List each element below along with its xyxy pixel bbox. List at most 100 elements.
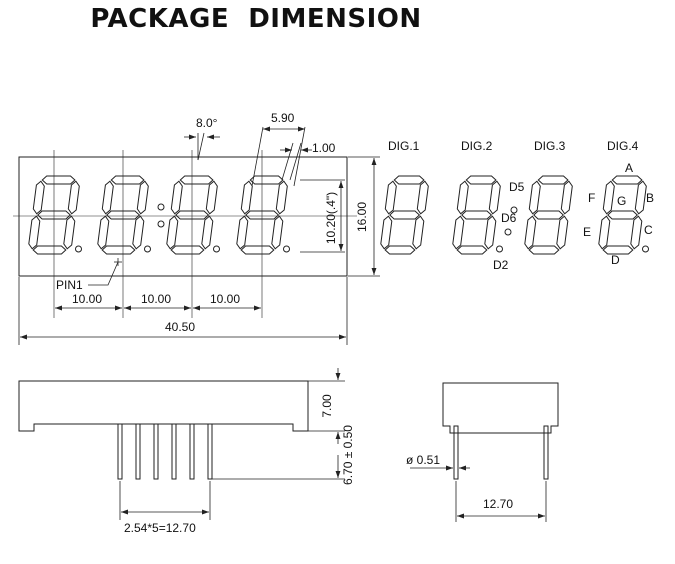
diagram-digit-4-decimal-point	[642, 245, 649, 253]
pin1-leader	[88, 261, 119, 286]
pin1-label: PIN1	[56, 278, 83, 292]
front-digit-2-decimal-point	[144, 245, 151, 253]
pin-length-dimension	[212, 455, 345, 480]
diagram-digit-4-segment-f	[602, 180, 615, 215]
dig2-label: DIG.2	[461, 139, 493, 153]
diagram-digit-3-segment-f	[528, 180, 541, 215]
diagram-digit-2-segment-b	[488, 180, 501, 215]
diagram-digit-3-segment-e	[524, 215, 537, 250]
digit-height-dimension	[300, 179, 345, 253]
body-depth-dimension	[308, 368, 345, 444]
diagram-digit-1-segment-f	[384, 180, 397, 215]
pin-length-label: 6.70 ± 0.50	[341, 425, 355, 485]
angle-dimension	[184, 132, 220, 161]
pitch-label-3: 10.00	[210, 292, 240, 306]
diagram-digit-3-segment-c	[556, 215, 569, 250]
diagram-digit-2-segment-g	[461, 210, 493, 220]
pin-diameter-label: ø 0.51	[406, 453, 440, 467]
front-digit-3-segment-f	[170, 180, 183, 215]
length-dimension	[18, 277, 348, 345]
front-digit-1-segment-d	[32, 245, 67, 255]
diagram-digit-4-segment-b	[634, 180, 647, 215]
digit-height-label: 10.20(.4")	[324, 192, 338, 244]
d2-label: D2	[493, 258, 509, 272]
diagram-digit-2-segment-c	[484, 215, 497, 250]
diagram-digit-4-segment-g	[607, 210, 639, 220]
segment-e-label: E	[583, 225, 591, 239]
dig4-label: DIG.4	[607, 139, 639, 153]
front-digit-1-decimal-point	[75, 245, 82, 253]
front-digit-3-segment-b	[205, 180, 218, 215]
pin-pitch-dimension	[119, 481, 211, 520]
diagram-digit-4-segment-a	[611, 175, 643, 185]
diagram-digit-1-segment-a	[393, 175, 425, 185]
d5-dot	[510, 206, 518, 214]
length-label: 40.50	[165, 320, 195, 334]
segment-f-label: F	[588, 191, 595, 205]
front-digit-4-decimal-point	[283, 245, 290, 253]
stroke-width-dimension	[280, 142, 312, 181]
front-digit-4-segment-c	[271, 215, 284, 250]
diagram-digit-2-decimal-point	[496, 245, 503, 253]
front-digit-3-segment-d	[170, 245, 205, 255]
diagram-digit-3-segment-a	[537, 175, 569, 185]
diagram-digit-2-segment-d	[456, 245, 488, 255]
front-digit-1-segment-e	[28, 215, 41, 250]
front-digit-4-segment-b	[275, 180, 288, 215]
angle-label: 8.0°	[196, 116, 218, 130]
diagram-digit-1-segment-c	[412, 215, 425, 250]
d6-label: D6	[501, 211, 517, 225]
front-digits	[28, 175, 290, 255]
diagram-digit-2-segment-e	[452, 215, 465, 250]
front-digit-3-segment-g	[175, 210, 210, 220]
end-view	[442, 382, 559, 480]
end-pin-left	[453, 425, 459, 480]
diagram-digit-3-segment-b	[560, 180, 573, 215]
side-pins	[117, 423, 213, 480]
front-digit-4-segment-e	[236, 215, 249, 250]
diagram-digit-1-segment-b	[416, 180, 429, 215]
display-outline	[18, 156, 348, 277]
segment-g-label: G	[617, 194, 626, 208]
front-digit-3-segment-a	[179, 175, 214, 185]
front-view	[13, 150, 357, 318]
dig1-label: DIG.1	[388, 139, 420, 153]
front-digit-2-segment-a	[110, 175, 145, 185]
diagram-digit-1-segment-e	[380, 215, 393, 250]
front-digit-2-segment-f	[101, 180, 114, 215]
front-digit-1-segment-a	[41, 175, 76, 185]
diagram-digit-4-segment-d	[602, 245, 634, 255]
stroke-width-label: 1.00	[312, 141, 336, 155]
diagram-digit-4-segment-c	[630, 215, 643, 250]
front-digit-4-segment-d	[240, 245, 275, 255]
side-view	[18, 380, 309, 480]
front-digit-3-decimal-point	[213, 245, 220, 253]
colon-lower-dot	[157, 220, 165, 228]
end-body	[442, 382, 559, 434]
front-digit-3-segment-e	[166, 215, 179, 250]
segment-a-label: A	[625, 161, 633, 175]
page-title: PACKAGE DIMENSION	[90, 4, 422, 34]
front-digit-3-segment-c	[201, 215, 214, 250]
diagram-digit-4-segment-e	[598, 215, 611, 250]
pitch-label-1: 10.00	[72, 292, 102, 306]
segment-width-dimension	[251, 126, 306, 187]
front-digit-2-segment-c	[132, 215, 145, 250]
diagram-digit-1-segment-d	[384, 245, 416, 255]
front-digit-2-segment-d	[101, 245, 136, 255]
front-digit-4-segment-a	[249, 175, 284, 185]
front-digit-1-segment-b	[67, 180, 80, 215]
row-spacing-label: 12.70	[483, 497, 513, 511]
front-digit-2-segment-g	[106, 210, 141, 220]
dig3-label: DIG.3	[534, 139, 566, 153]
front-digit-4-segment-f	[240, 180, 253, 215]
height-label: 16.00	[355, 202, 369, 232]
segment-b-label: B	[646, 191, 654, 205]
pitch-dimensions	[55, 290, 263, 318]
front-digit-1-segment-c	[63, 215, 76, 250]
body-depth-label: 7.00	[320, 394, 334, 418]
d5-label: D5	[509, 180, 525, 194]
front-digit-1-segment-f	[32, 180, 45, 215]
segment-diagram	[380, 175, 649, 255]
